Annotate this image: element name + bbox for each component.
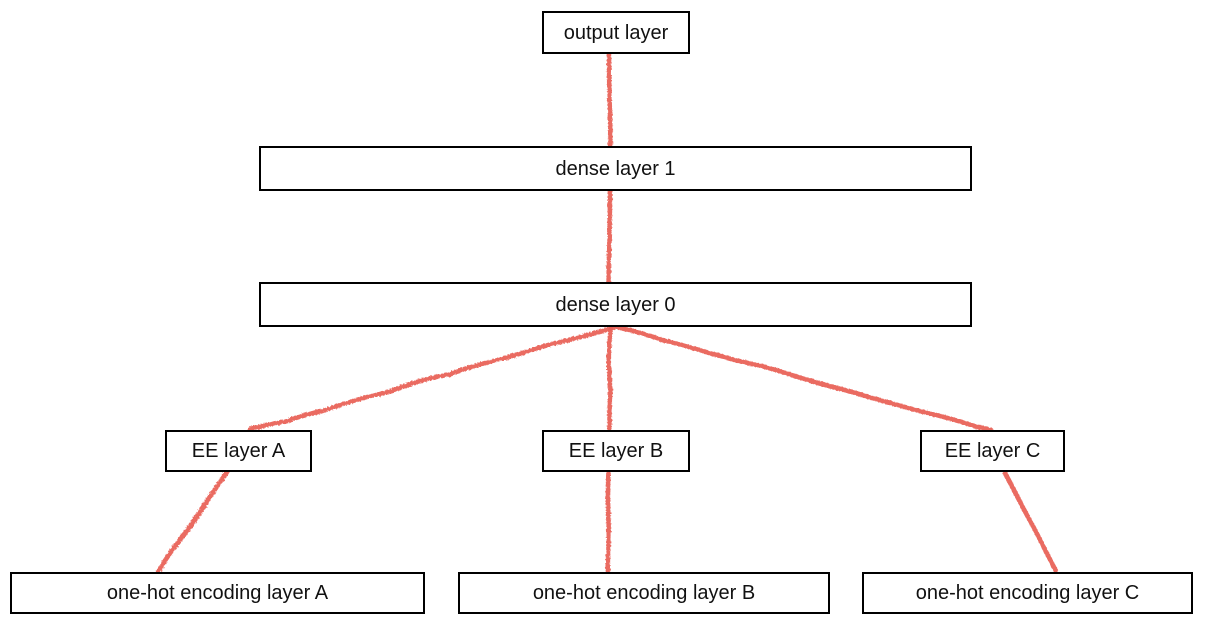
node-onehot-layer-a: one-hot encoding layer A xyxy=(10,572,425,614)
node-output-layer-label: output layer xyxy=(563,21,669,44)
node-ee-layer-c: EE layer C xyxy=(920,430,1065,472)
edge-ee-a-to-onehot-a xyxy=(155,468,229,574)
edge-output-to-dense1 xyxy=(604,50,612,150)
node-dense-layer-0: dense layer 0 xyxy=(259,282,972,327)
edge-dense1-to-dense0 xyxy=(604,187,611,286)
node-onehot-layer-c: one-hot encoding layer C xyxy=(862,572,1193,614)
edge-ee-b-to-onehot-b xyxy=(604,468,610,574)
node-ee-layer-c-label: EE layer C xyxy=(944,440,1041,462)
node-onehot-layer-b: one-hot encoding layer B xyxy=(458,572,830,614)
node-onehot-layer-b-label: one-hot encoding layer B xyxy=(532,582,756,604)
edge-dense0-to-ee-b xyxy=(604,323,612,433)
node-onehot-layer-a-label: one-hot encoding layer A xyxy=(106,582,329,604)
edge-ee-c-to-onehot-c xyxy=(1000,468,1058,573)
node-dense-layer-0-label: dense layer 0 xyxy=(555,293,676,316)
node-output-layer: output layer xyxy=(542,11,690,54)
node-ee-layer-b-label: EE layer B xyxy=(568,440,664,462)
node-ee-layer-a-label: EE layer A xyxy=(191,440,286,462)
node-onehot-layer-c-label: one-hot encoding layer C xyxy=(915,582,1140,604)
node-dense-layer-1-label: dense layer 1 xyxy=(555,157,676,180)
edge-dense0-to-ee-a xyxy=(247,323,615,432)
node-ee-layer-b: EE layer B xyxy=(542,430,690,472)
edge-dense0-to-ee-c xyxy=(613,323,993,432)
node-ee-layer-a: EE layer A xyxy=(165,430,312,472)
node-dense-layer-1: dense layer 1 xyxy=(259,146,972,191)
